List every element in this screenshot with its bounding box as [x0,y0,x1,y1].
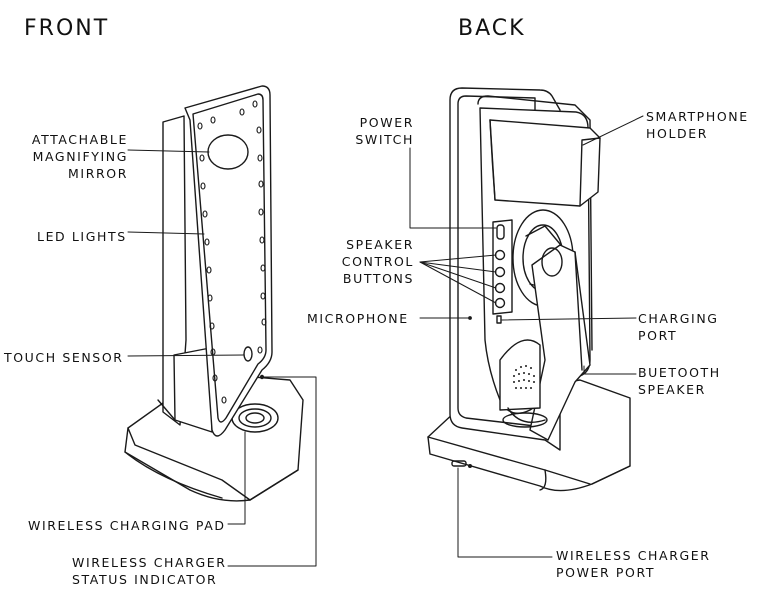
label-line: PORT [638,328,678,343]
label-smartphone-holder: SMARTPHONE HOLDER [646,108,749,142]
label-line: STATUS INDICATOR [72,572,218,587]
led-dots [197,100,267,404]
back-heading: BACK [458,16,526,41]
charging-port [496,315,502,324]
label-line: POWER [359,115,414,130]
status-indicator-dot [259,374,265,380]
label-line: SPEAKER [638,382,706,397]
label-line: CHARGING [638,311,719,326]
label-charging-port: CHARGING PORT [638,310,719,344]
label-microphone: MICROPHONE [307,311,409,326]
back-leader-lines [409,115,644,558]
front-stand [157,115,213,433]
label-wireless-charger-power-port: WIRELESS CHARGER POWER PORT [556,547,711,581]
label-line: WIRELESS CHARGER [72,555,227,570]
label-bluetooth-speaker: BUETOOTH SPEAKER [638,364,721,398]
front-device [124,85,304,502]
label-led-lights: LED LIGHTS [37,229,127,244]
microphone-hole [468,316,472,320]
label-line: WIRELESS CHARGER [556,548,711,563]
front-leader-lines [127,149,317,567]
power-switch [496,224,505,240]
label-attachable-mirror: ATTACHABLE MAGNIFYING MIRROR [32,131,128,182]
front-heading: FRONT [24,16,110,41]
back-device [427,87,631,492]
label-line: ATTACHABLE [31,132,128,147]
label-line: CONTROL [341,254,414,269]
label-line: MAGNIFYING [32,149,128,164]
bluetooth-speaker-grille [499,339,548,428]
label-wireless-charging-pad: WIRELESS CHARGING PAD [28,518,226,533]
power-port-slot [451,460,467,467]
label-touch-sensor: TOUCH SENSOR [4,350,124,365]
label-speaker-control-buttons: SPEAKER CONTROL BUTTONS [342,236,414,287]
label-power-switch: POWER SWITCH [355,114,414,148]
label-line: SPEAKER [346,237,414,252]
label-line: MIRROR [68,166,128,181]
label-line: BUETOOTH [638,365,721,380]
label-status-indicator: WIRELESS CHARGER STATUS INDICATOR [72,554,227,588]
control-buttons [468,219,513,324]
label-line: SWITCH [355,132,414,147]
label-line: HOLDER [646,126,709,141]
label-line: BUTTONS [342,271,414,286]
smartphone-holder [489,119,601,207]
touch-sensor [243,346,253,362]
label-line: SMARTPHONE [646,109,749,124]
label-line: POWER PORT [556,565,656,580]
